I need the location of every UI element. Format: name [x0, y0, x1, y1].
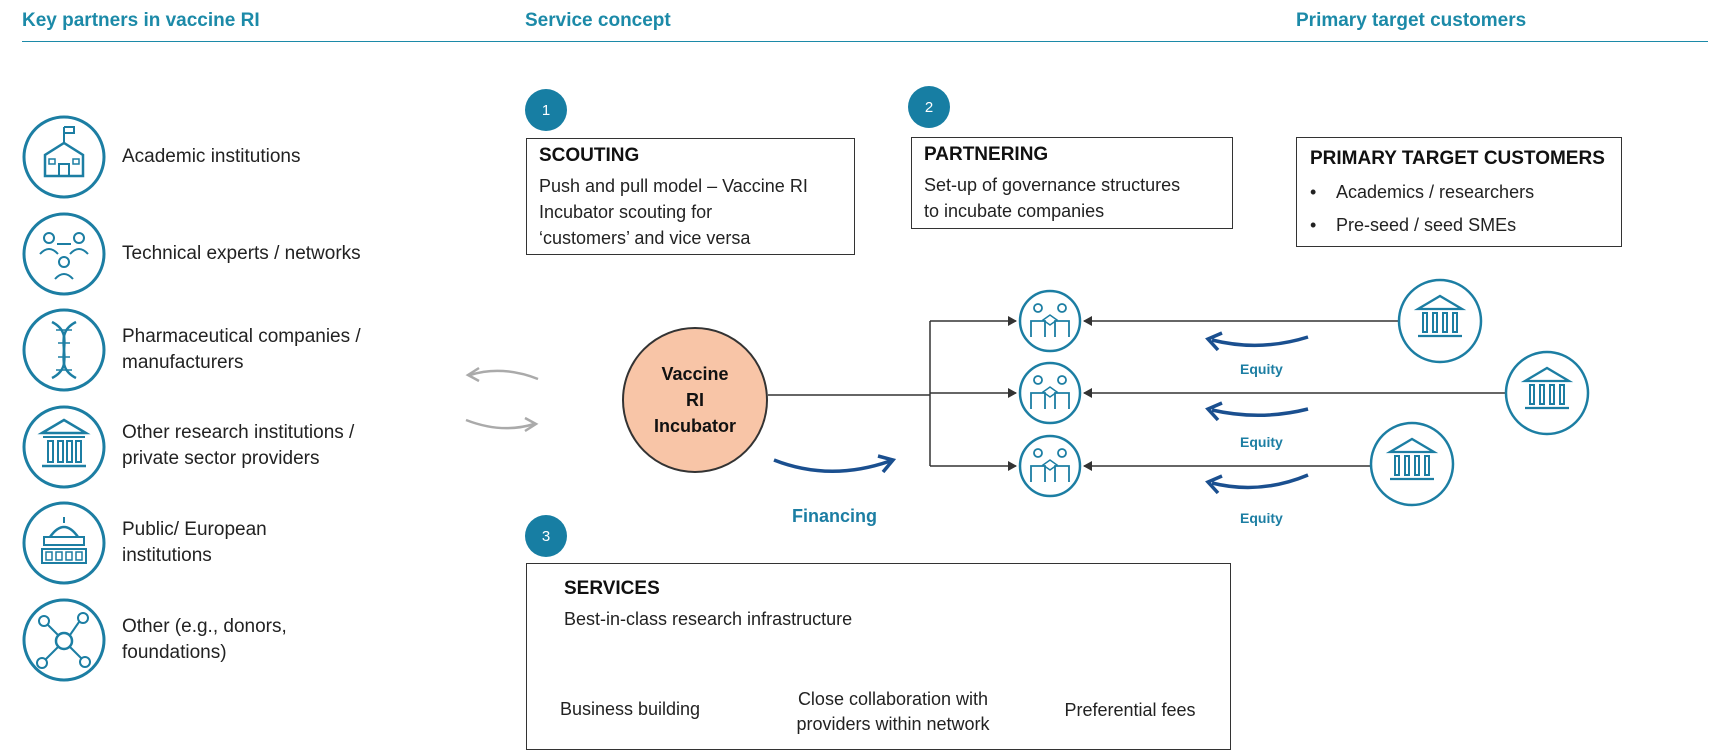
partner-label-other-research: Other research institutions / private se… [122, 420, 354, 472]
partner-label-pharma: Pharmaceutical companies / manufacturers [122, 324, 361, 376]
company-icon [1018, 361, 1082, 425]
partner-label-line: institutions [122, 545, 212, 566]
partnering-title: PARTNERING [924, 144, 1049, 165]
equity-label: Equity [1240, 434, 1283, 450]
company-icon [1018, 289, 1082, 353]
service-close-collaboration: Close collaboration with providers withi… [768, 687, 1018, 737]
partner-label-line: foundations) [122, 642, 227, 663]
step-number-1: 1 [525, 89, 567, 131]
service-business-building: Business building [540, 697, 720, 722]
incubator-label-line: Vaccine [661, 364, 729, 384]
capitol-building-icon [22, 501, 106, 585]
scouting-text-line: ‘customers’ and vice versa [539, 228, 751, 248]
service-label-line: providers within network [796, 714, 990, 734]
incubator-connectors [768, 316, 1017, 471]
bullet-icon: • [1310, 182, 1317, 202]
vaccine-ri-incubator: Vaccine RI Incubator [622, 327, 768, 473]
incubator-label-line: RI [685, 390, 704, 410]
partner-label-public: Public/ European institutions [122, 517, 267, 569]
header-service-concept: Service concept [525, 10, 671, 31]
incubator-label-line: Incubator [653, 416, 736, 436]
partner-label-technical: Technical experts / networks [122, 241, 361, 267]
company-icon [1018, 434, 1082, 498]
network-people-icon [22, 212, 106, 296]
service-label-line: Business building [559, 699, 701, 719]
partnering-text-line: Set-up of governance structures [924, 175, 1181, 195]
customers-bullet-text: Pre-seed / seed SMEs [1336, 215, 1517, 235]
primary-target-customers-box: PRIMARY TARGET CUSTOMERS • Academics / re… [1296, 137, 1622, 247]
partner-label-line: Other research institutions / [122, 422, 355, 443]
partner-label-line: Pharmaceutical companies / [122, 326, 361, 347]
step-number-2: 2 [908, 86, 950, 128]
header-key-partners: Key partners in vaccine RI [22, 10, 260, 31]
investor-bank-icon [1504, 350, 1590, 436]
customers-bullet-text: Academics / researchers [1336, 182, 1535, 202]
investor-bank-icon [1397, 278, 1483, 364]
equity-label: Equity [1240, 361, 1283, 377]
partner-label-other: Other (e.g., donors, foundations) [122, 614, 287, 666]
school-icon [22, 115, 106, 199]
partner-label-line: Public/ European [122, 519, 267, 540]
services-box: SERVICES Best-in-class research infrastr… [526, 563, 1231, 750]
service-label-line: Close collaboration with [797, 689, 989, 709]
scouting-text: Push and pull model – Vaccine RI Incubat… [539, 173, 844, 251]
customers-box-title: PRIMARY TARGET CUSTOMERS [1310, 148, 1605, 169]
header-divider [22, 41, 1708, 42]
partner-label-line: Academic institutions [122, 146, 301, 167]
equity-arrow [1205, 401, 1309, 422]
scouting-box: SCOUTING Push and pull model – Vaccine R… [526, 138, 855, 255]
service-label-line: Preferential fees [1064, 700, 1196, 720]
exchange-arrows-icon [465, 366, 539, 433]
partnering-text: Set-up of governance structures to incub… [924, 172, 1222, 224]
financing-label: Financing [792, 506, 877, 526]
partner-label-academic: Academic institutions [122, 144, 300, 170]
bullet-icon: • [1310, 215, 1317, 235]
partnering-text-line: to incubate companies [924, 201, 1105, 221]
institution-building-icon [22, 405, 106, 489]
investor-connectors [1083, 316, 1506, 471]
partnering-box: PARTNERING Set-up of governance structur… [911, 137, 1233, 229]
customers-bullet-item: • Pre-seed / seed SMEs [1310, 209, 1611, 242]
molecule-icon [22, 598, 106, 682]
partner-label-line: Other (e.g., donors, [122, 616, 287, 637]
partner-label-line: Technical experts / networks [122, 243, 361, 264]
scouting-text-line: Push and pull model – Vaccine RI [539, 176, 808, 196]
dna-icon [22, 308, 106, 392]
financing-arrow [773, 454, 897, 474]
services-subtitle: Best-in-class research infrastructure [564, 609, 853, 629]
service-preferential-fees: Preferential fees [1040, 698, 1220, 723]
scouting-text-line: Incubator scouting for [539, 202, 713, 222]
equity-label: Equity [1240, 510, 1283, 526]
customers-bullet-list: • Academics / researchers • Pre-seed / see… [1310, 176, 1611, 242]
customers-bullet-item: • Academics / researchers [1310, 176, 1611, 209]
equity-arrow [1205, 473, 1309, 495]
services-title: SERVICES [564, 578, 660, 599]
partner-label-line: manufacturers [122, 352, 244, 373]
partner-label-line: private sector providers [122, 448, 320, 469]
equity-arrow [1205, 331, 1309, 352]
header-primary-target-customers: Primary target customers [1296, 10, 1527, 31]
step-number-3: 3 [525, 515, 567, 557]
scouting-title: SCOUTING [539, 145, 640, 166]
investor-bank-icon [1369, 421, 1455, 507]
